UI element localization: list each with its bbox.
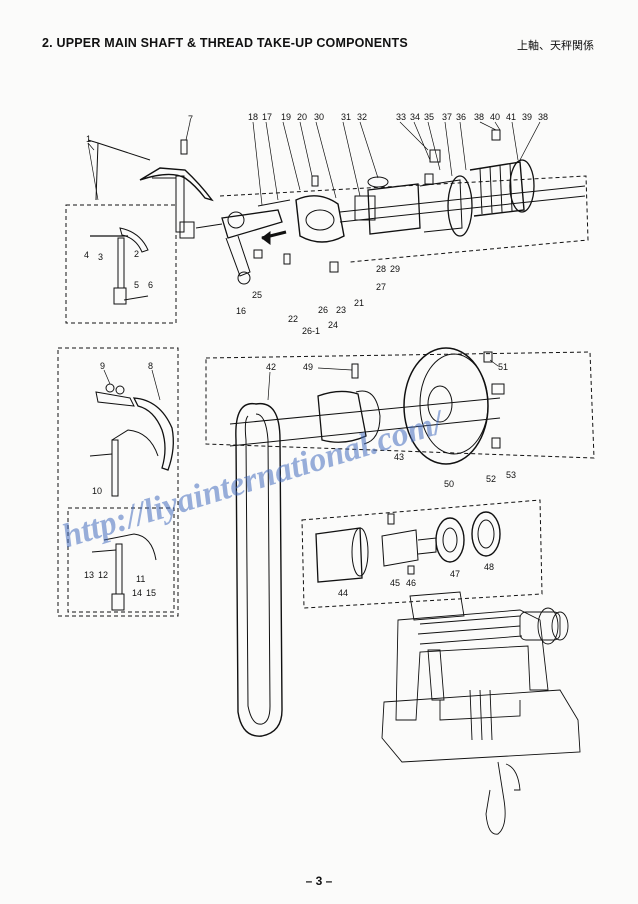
part-label: 40 <box>490 112 500 122</box>
detail-box-take-up <box>65 204 177 324</box>
part-label: 44 <box>338 588 348 598</box>
part-label: 7 <box>188 114 193 124</box>
part-label: 14 <box>132 588 142 598</box>
part-label: 50 <box>444 479 454 489</box>
part-label: 21 <box>354 298 364 308</box>
part-label: 30 <box>314 112 324 122</box>
part-label: 24 <box>328 320 338 330</box>
part-label: 15 <box>146 588 156 598</box>
part-label: 53 <box>506 470 516 480</box>
part-label: 4 <box>84 250 89 260</box>
part-label: 5 <box>134 280 139 290</box>
page-number: – 3 – <box>305 874 333 888</box>
part-label: 12 <box>98 570 108 580</box>
part-number-labels: 1 7 18 17 19 20 30 31 32 33 34 35 37 36 … <box>84 112 548 598</box>
part-label: 17 <box>262 112 272 122</box>
part-label: 52 <box>486 474 496 484</box>
part-label: 28 <box>376 264 386 274</box>
part-label: 37 <box>442 112 452 122</box>
part-label: 20 <box>297 112 307 122</box>
take-up-lever-assembly <box>87 139 223 239</box>
part-label: 23 <box>336 305 346 315</box>
page-title: 2. UPPER MAIN SHAFT & THREAD TAKE-UP COM… <box>42 36 408 50</box>
part-label: 26 <box>318 305 328 315</box>
part-label: 6 <box>148 280 153 290</box>
part-label: 8 <box>148 361 153 371</box>
part-label: 11 <box>136 574 145 584</box>
part-label: 49 <box>303 362 313 372</box>
upper-main-shaft <box>339 129 586 237</box>
take-up-lever-detail <box>90 227 149 305</box>
part-label: 9 <box>100 361 105 371</box>
part-label: 33 <box>396 112 406 122</box>
part-label: 3 <box>98 252 103 262</box>
part-label: 36 <box>456 112 466 122</box>
part-label: 38 <box>474 112 484 122</box>
part-label: 22 <box>288 314 298 324</box>
timing-belt <box>235 402 283 737</box>
part-label: 16 <box>236 306 246 316</box>
part-label: 29 <box>390 264 400 274</box>
part-label: 32 <box>357 112 367 122</box>
part-label: 25 <box>252 290 262 300</box>
part-label: 26-1 <box>302 326 320 336</box>
crank-counterweight <box>253 175 345 273</box>
detail-box-thread-guide <box>57 347 179 617</box>
part-label: 39 <box>522 112 532 122</box>
part-label: 41 <box>506 112 516 122</box>
bushing-parts <box>315 511 501 583</box>
detail-box-bushing <box>301 499 543 609</box>
part-label: 38 <box>538 112 548 122</box>
part-label: 10 <box>92 486 102 496</box>
part-label: 1 <box>86 134 91 144</box>
part-label: 45 <box>390 578 400 588</box>
sewing-machine-overview <box>381 591 581 835</box>
part-label: 42 <box>266 362 276 372</box>
part-label: 13 <box>84 570 94 580</box>
part-label: 46 <box>406 578 416 588</box>
part-label: 48 <box>484 562 494 572</box>
part-label: 47 <box>450 569 460 579</box>
part-label: 43 <box>394 452 404 462</box>
part-label: 2 <box>134 249 139 259</box>
part-label: 34 <box>410 112 420 122</box>
part-label: 51 <box>498 362 508 372</box>
connecting-rod <box>221 199 291 285</box>
lower-shaft-pulley <box>229 347 505 465</box>
part-label: 35 <box>424 112 434 122</box>
part-label: 18 <box>248 112 258 122</box>
part-label: 19 <box>281 112 291 122</box>
page-title-japanese: 上軸、天秤関係 <box>517 39 594 52</box>
part-label: 31 <box>341 112 351 122</box>
part-label: 27 <box>376 282 386 292</box>
